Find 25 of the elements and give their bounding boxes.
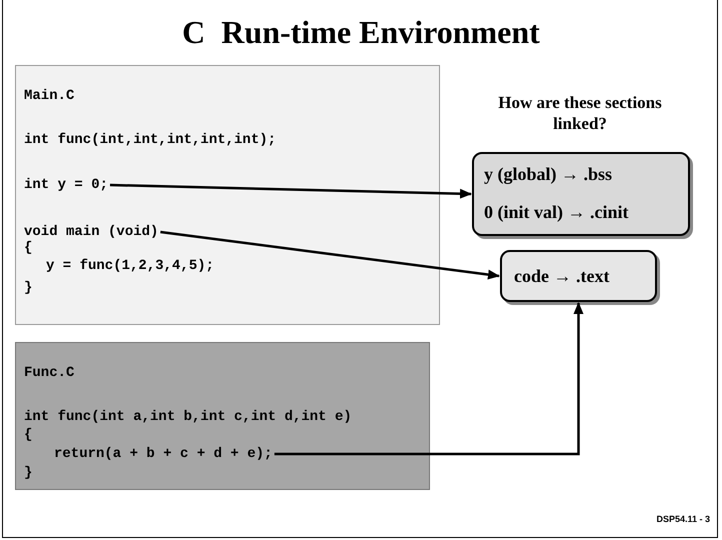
- slide-title: C Run-time Environment: [181, 14, 541, 51]
- code-line: y = func(1,2,3,4,5);: [46, 258, 214, 274]
- arrow: [160, 230, 500, 280]
- file-name-heading: Func.C: [24, 365, 74, 381]
- code-line: {: [24, 427, 32, 443]
- code-panel: [15, 65, 440, 325]
- section-mapping: y (global) → .bss: [484, 164, 612, 185]
- code-line: }: [24, 280, 32, 296]
- section-mapping: code → .text: [514, 266, 610, 287]
- question-text: How are these sections linked?: [497, 92, 663, 134]
- code-line: void main (void): [24, 224, 158, 240]
- section-mapping: 0 (init val) → .cinit: [484, 202, 628, 223]
- slide-number: DSP54.11 - 3: [655, 514, 710, 524]
- code-line: }: [24, 465, 32, 481]
- code-line: int func(int,int,int,int,int);: [24, 132, 276, 148]
- code-panel: [15, 342, 430, 490]
- file-name-heading: Main.C: [24, 88, 74, 104]
- code-line: return(a + b + c + d + e);: [54, 446, 272, 462]
- code-line: int func(int a,int b,int c,int d,int e): [24, 409, 352, 425]
- section-box: [472, 152, 690, 236]
- code-line: int y = 0;: [24, 177, 108, 193]
- section-box: [500, 250, 657, 302]
- arrow: [274, 302, 584, 456]
- arrow: [110, 184, 472, 199]
- code-line: {: [24, 240, 32, 256]
